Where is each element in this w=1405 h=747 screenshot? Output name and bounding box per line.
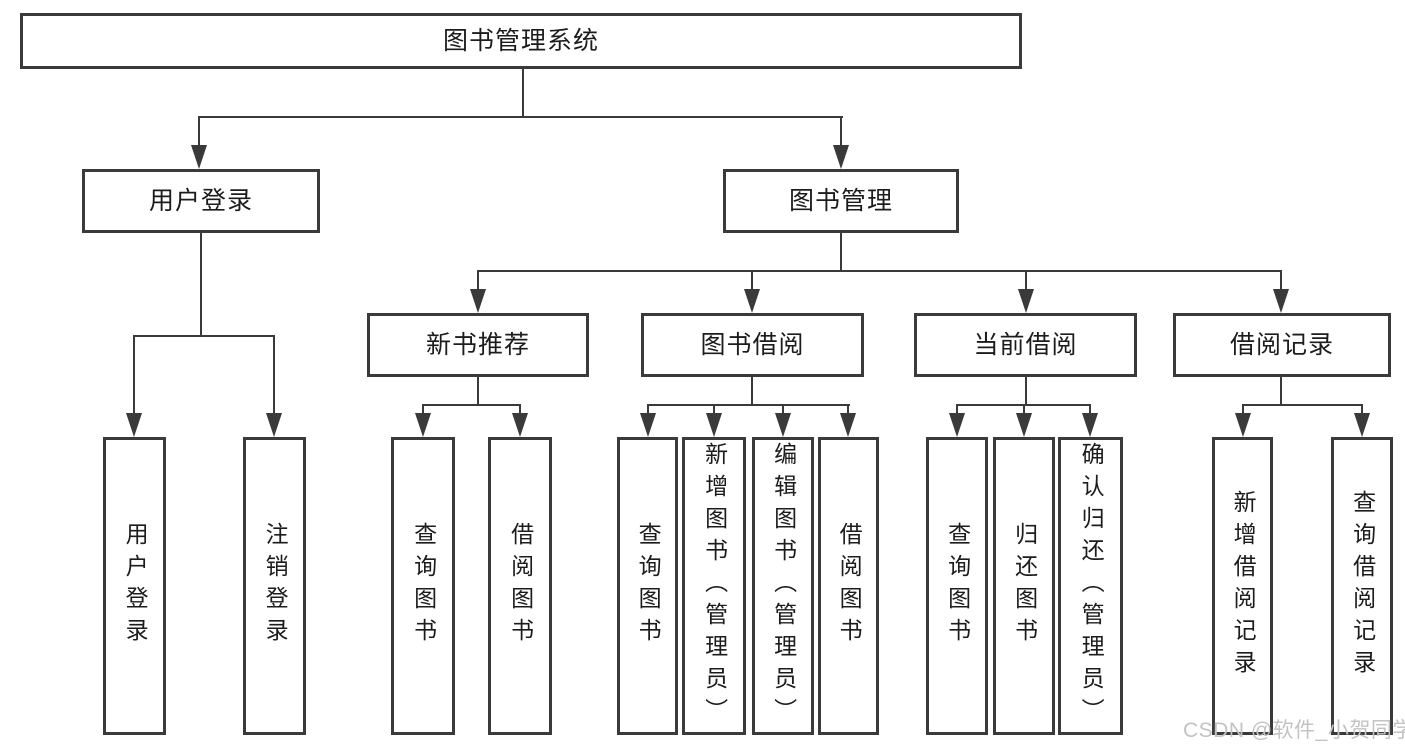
- h-line: [477, 270, 1282, 272]
- v-line: [477, 377, 479, 406]
- leaf-query-books-recommend: 查询图书: [391, 437, 455, 735]
- arrow-down: [949, 413, 965, 437]
- node-label: 编辑图书（管理员）: [770, 442, 797, 730]
- node-label: 注销登录: [262, 522, 289, 650]
- h-line: [199, 116, 843, 118]
- leaf-logout: 注销登录: [243, 437, 306, 735]
- v-line: [1280, 377, 1282, 406]
- node-label: 图书管理: [788, 186, 893, 215]
- h-line: [647, 404, 850, 406]
- v-line: [1280, 270, 1282, 294]
- v-line: [133, 335, 135, 417]
- node-label: 新增借阅记录: [1230, 490, 1257, 682]
- leaf-query-books-current: 查询图书: [926, 437, 988, 735]
- v-line: [1025, 270, 1027, 294]
- v-line: [751, 270, 753, 294]
- node-label: 新增图书（管理员）: [701, 442, 728, 730]
- arrow-down: [833, 145, 849, 169]
- node-label: 查询图书: [944, 522, 971, 650]
- node-label: 借阅图书: [507, 522, 534, 650]
- node-label: 用户登录: [148, 186, 253, 215]
- arrow-down: [512, 413, 528, 437]
- v-line: [782, 404, 784, 418]
- node-new-book-recommend: 新书推荐: [367, 313, 589, 377]
- arrow-down: [1354, 413, 1370, 437]
- node-library-system: 图书管理系统: [20, 13, 1022, 69]
- leaf-edit-books-admin: 编辑图书（管理员）: [752, 437, 814, 735]
- v-line: [422, 404, 424, 418]
- arrow-down: [1016, 413, 1032, 437]
- arrow-down: [1018, 289, 1034, 313]
- arrow-down: [415, 413, 431, 437]
- node-label: 确认归还（管理员）: [1078, 442, 1105, 730]
- node-label: 用户登录: [122, 522, 149, 650]
- v-line: [273, 335, 275, 417]
- leaf-add-books-admin: 新增图书（管理员）: [682, 437, 746, 735]
- v-line: [477, 270, 479, 294]
- leaf-return-books: 归还图书: [993, 437, 1055, 735]
- node-label: 图书管理系统: [442, 26, 599, 55]
- leaf-query-borrow-record: 查询借阅记录: [1331, 437, 1393, 735]
- v-line: [847, 404, 849, 418]
- arrow-down: [191, 145, 207, 169]
- leaf-confirm-return-admin: 确认归还（管理员）: [1058, 437, 1123, 735]
- node-label: 新书推荐: [425, 330, 530, 359]
- node-label: 查询图书: [410, 522, 437, 650]
- v-line: [751, 377, 753, 406]
- v-line: [956, 404, 958, 418]
- node-label: 借阅记录: [1229, 330, 1334, 359]
- v-line: [1025, 377, 1027, 406]
- v-line: [522, 69, 524, 117]
- node-label: 图书借阅: [700, 330, 805, 359]
- arrow-down: [706, 413, 722, 437]
- node-label: 查询图书: [635, 522, 662, 650]
- leaf-borrow-books: 借阅图书: [818, 437, 879, 735]
- v-line: [519, 404, 521, 418]
- arrow-down: [640, 413, 656, 437]
- leaf-add-borrow-record: 新增借阅记录: [1212, 437, 1273, 735]
- arrow-down: [1273, 289, 1289, 313]
- node-label: 借阅图书: [836, 522, 863, 650]
- arrow-down: [744, 289, 760, 313]
- h-line: [422, 404, 521, 406]
- v-line: [1242, 404, 1244, 418]
- v-line: [647, 404, 649, 418]
- v-line: [1089, 404, 1091, 418]
- leaf-borrow-books-recommend: 借阅图书: [488, 437, 552, 735]
- v-line: [1023, 404, 1025, 418]
- v-line: [840, 116, 842, 148]
- node-label: 查询借阅记录: [1349, 490, 1376, 682]
- v-line: [840, 233, 842, 272]
- arrow-down: [775, 413, 791, 437]
- node-current-borrowing: 当前借阅: [914, 313, 1137, 377]
- v-line: [200, 233, 202, 337]
- arrow-down: [126, 413, 142, 437]
- arrow-down: [470, 289, 486, 313]
- node-user-login: 用户登录: [82, 169, 320, 233]
- csdn-watermark: CSDN @软件_小贺同学: [1183, 719, 1405, 742]
- node-book-management: 图书管理: [723, 169, 959, 233]
- arrow-down: [1082, 413, 1098, 437]
- v-line: [713, 404, 715, 418]
- leaf-user-login: 用户登录: [103, 437, 166, 735]
- arrow-down: [1235, 413, 1251, 437]
- arrow-down: [840, 413, 856, 437]
- v-line: [198, 116, 200, 148]
- node-book-borrowing: 图书借阅: [641, 313, 864, 377]
- h-line: [1242, 404, 1363, 406]
- leaf-query-books-borrowing: 查询图书: [617, 437, 678, 735]
- node-label: 归还图书: [1011, 522, 1038, 650]
- h-line: [133, 335, 275, 337]
- node-borrow-records: 借阅记录: [1173, 313, 1391, 377]
- arrow-down: [266, 413, 282, 437]
- v-line: [1361, 404, 1363, 418]
- node-label: 当前借阅: [973, 330, 1078, 359]
